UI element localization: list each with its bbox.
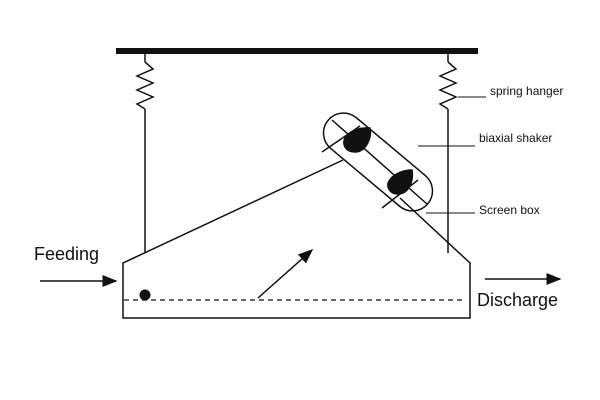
leader-lines [418,96,486,214]
material-particle [139,289,151,301]
left-spring-hanger [135,54,155,253]
biaxial-shaker-label: biaxial shaker [479,131,552,145]
feeding-label: Feeding [34,244,99,264]
right-spring-hanger [438,54,458,253]
vibration-direction-arrow [257,249,314,299]
eccentric-weight-icon [387,169,414,195]
screen-box-outline [122,159,471,319]
spring-hanger-label: spring hanger [490,84,563,98]
eccentric-weight-icon [343,127,372,153]
spring-icon [438,61,458,110]
screen-box-label: Screen box [479,203,540,217]
screen-box [122,159,471,319]
shaker-housing [322,112,434,212]
support-beam [116,48,478,54]
spring-icon [135,61,155,110]
discharge-label: Discharge [477,290,558,310]
biaxial-shaker [321,112,434,212]
